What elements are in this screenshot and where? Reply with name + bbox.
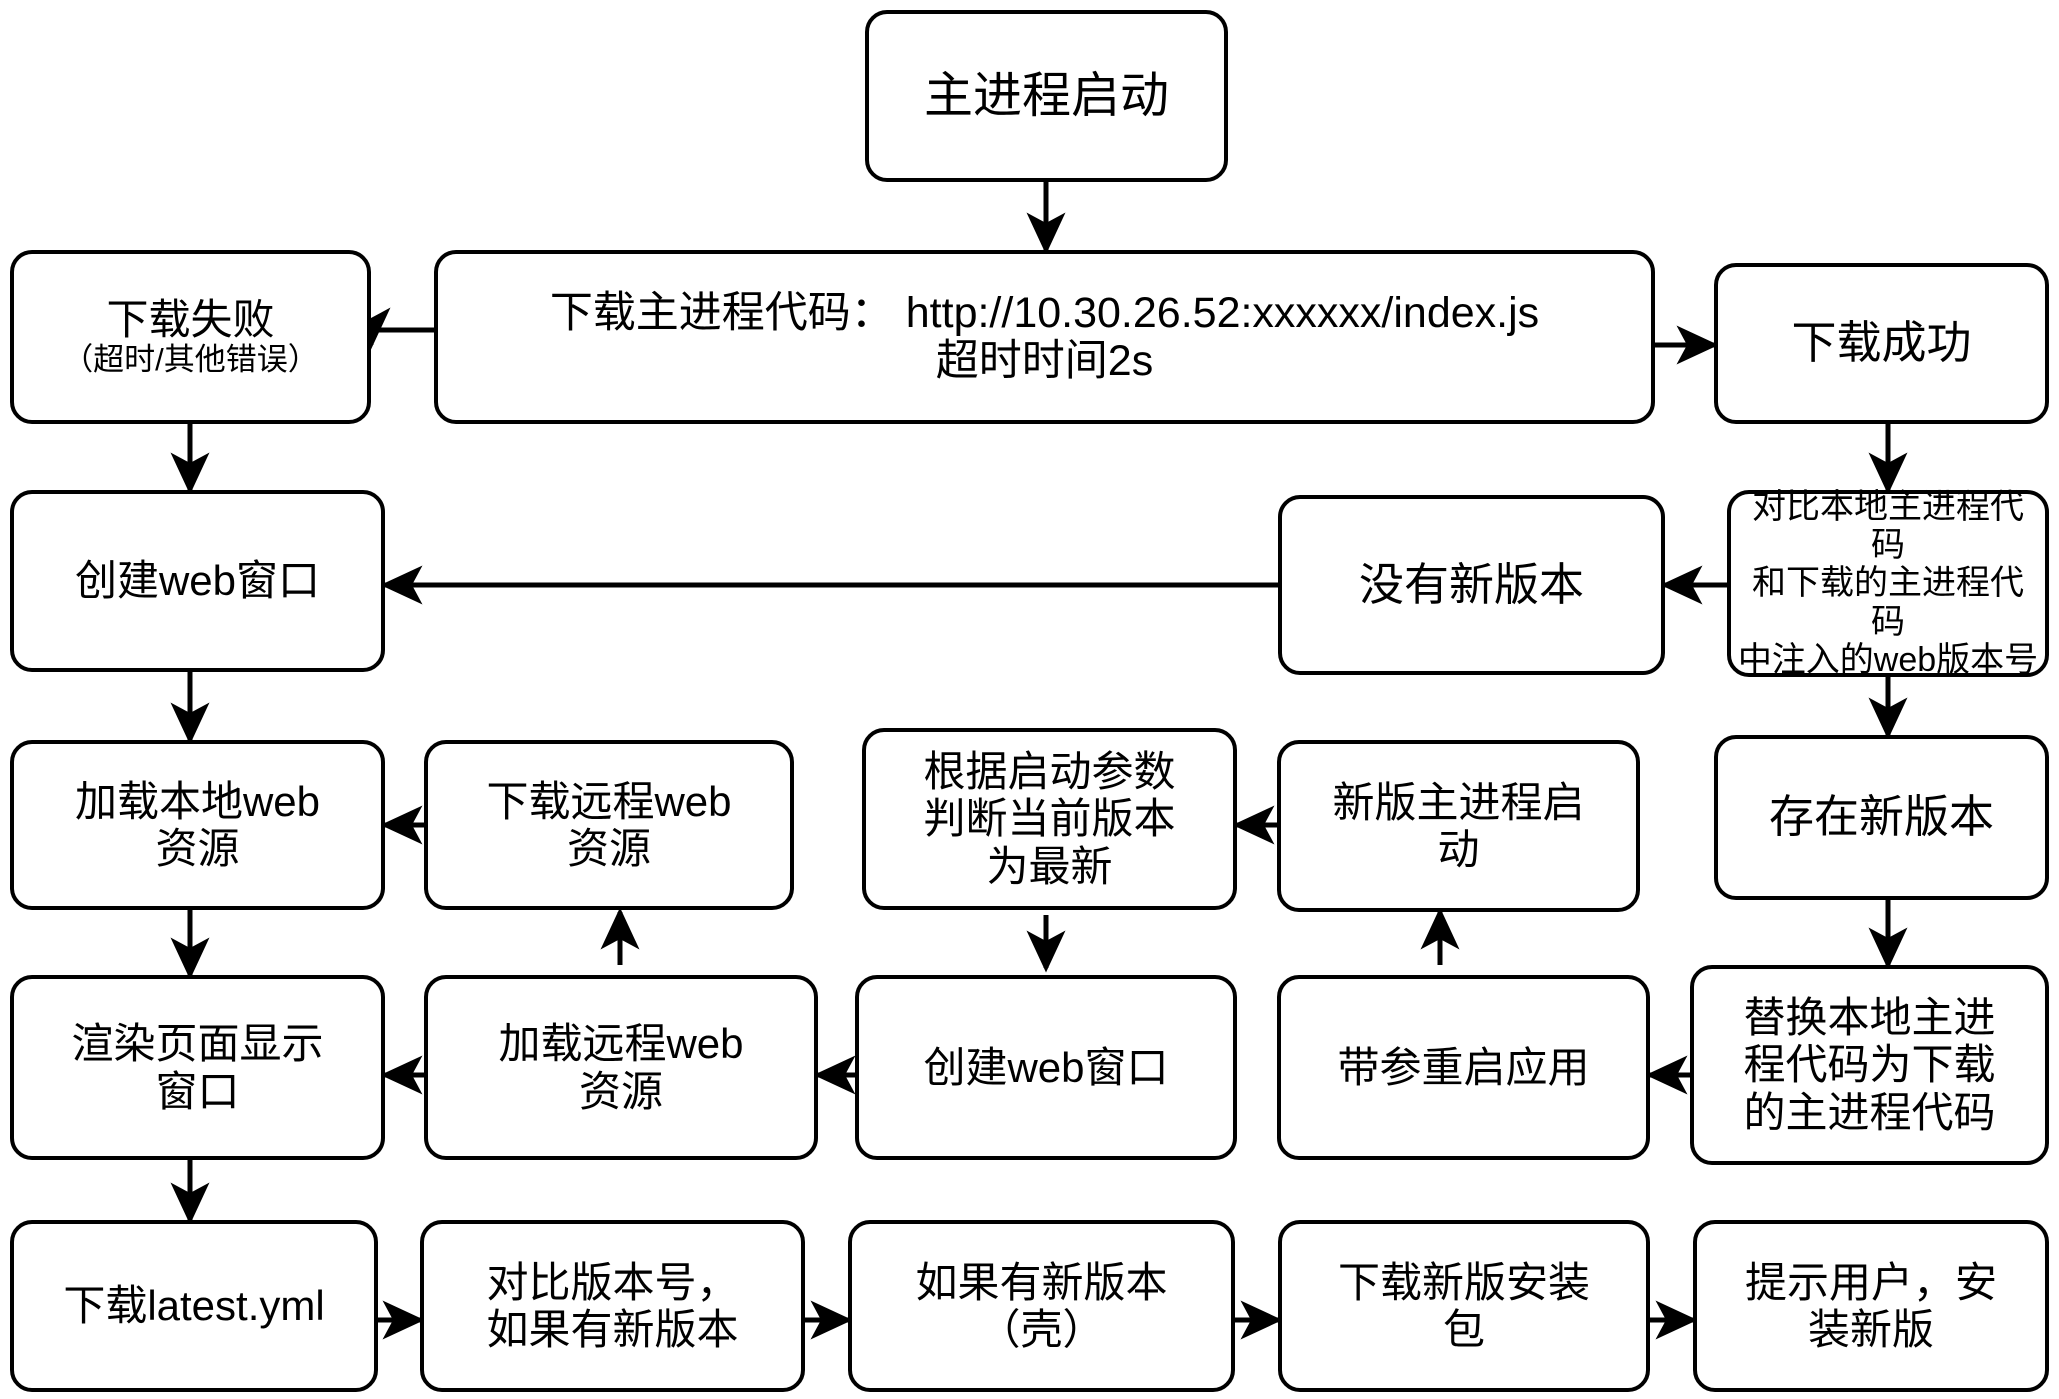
node-no-new-version[interactable]: 没有新版本 bbox=[1278, 495, 1665, 675]
node-label-line1: 下载主进程代码： http://10.30.26.52:xxxxxx/index… bbox=[549, 288, 1540, 337]
node-download-failed[interactable]: 下载失败 （超时/其他错误） bbox=[10, 250, 371, 424]
node-label: 创建web窗口 bbox=[74, 557, 321, 605]
node-label: 加载远程web 资源 bbox=[498, 1020, 744, 1115]
node-restart-with-args[interactable]: 带参重启应用 bbox=[1277, 975, 1650, 1160]
node-if-new-shell-version[interactable]: 如果有新版本 （壳） bbox=[848, 1220, 1235, 1392]
node-label: 加载本地web 资源 bbox=[74, 777, 321, 872]
node-label: 对比版本号， 如果有新版本 bbox=[486, 1258, 739, 1353]
node-label: 主进程启动 bbox=[923, 68, 1169, 123]
node-label: 带参重启应用 bbox=[1337, 1043, 1590, 1091]
node-replace-local-code[interactable]: 替换本地主进 程代码为下载 的主进程代码 bbox=[1690, 965, 2049, 1165]
node-has-new-version[interactable]: 存在新版本 bbox=[1714, 735, 2049, 900]
node-label: 对比本地主进程代码 和下载的主进程代码 中注入的web版本号 bbox=[1737, 488, 2039, 679]
node-label: 没有新版本 bbox=[1358, 558, 1584, 610]
node-label: 创建web窗口 bbox=[923, 1043, 1169, 1091]
node-download-new-installer[interactable]: 下载新版安装 包 bbox=[1278, 1220, 1650, 1392]
node-label: 新版主进程启 动 bbox=[1332, 778, 1585, 873]
node-load-remote-web[interactable]: 加载远程web 资源 bbox=[424, 975, 818, 1160]
node-label: 下载成功 bbox=[1791, 317, 1972, 369]
node-label: 提示用户，安 装新版 bbox=[1744, 1258, 1997, 1353]
node-render-page-window[interactable]: 渲染页面显示 窗口 bbox=[10, 975, 385, 1160]
node-label: 存在新版本 bbox=[1768, 791, 1994, 843]
node-label: 下载latest.yml bbox=[63, 1282, 325, 1330]
node-create-web-window-2[interactable]: 创建web窗口 bbox=[855, 975, 1237, 1160]
node-label: 下载远程web 资源 bbox=[486, 777, 732, 872]
node-new-main-process-start[interactable]: 新版主进程启 动 bbox=[1277, 740, 1640, 912]
node-label: 下载新版安装 包 bbox=[1337, 1258, 1590, 1353]
node-label: 如果有新版本 （壳） bbox=[915, 1258, 1168, 1353]
node-label: 替换本地主进 程代码为下载 的主进程代码 bbox=[1743, 994, 1996, 1136]
node-label: 渲染页面显示 窗口 bbox=[71, 1020, 324, 1115]
node-main-process-start[interactable]: 主进程启动 bbox=[865, 10, 1228, 182]
node-create-web-window-1[interactable]: 创建web窗口 bbox=[10, 490, 385, 672]
node-judge-latest-by-args[interactable]: 根据启动参数 判断当前版本 为最新 bbox=[862, 728, 1237, 910]
node-download-success[interactable]: 下载成功 bbox=[1714, 263, 2049, 424]
node-download-main-code[interactable]: 下载主进程代码： http://10.30.26.52:xxxxxx/index… bbox=[434, 250, 1655, 424]
node-prompt-user-install[interactable]: 提示用户，安 装新版 bbox=[1693, 1220, 2049, 1392]
node-download-remote-web[interactable]: 下载远程web 资源 bbox=[424, 740, 794, 910]
node-label: 下载失败 bbox=[106, 296, 275, 344]
node-label: 根据启动参数 判断当前版本 为最新 bbox=[923, 748, 1176, 890]
node-sublabel: （超时/其他错误） bbox=[62, 342, 319, 378]
node-download-latest-yml[interactable]: 下载latest.yml bbox=[10, 1220, 378, 1392]
node-compare-version-number[interactable]: 对比版本号， 如果有新版本 bbox=[420, 1220, 805, 1392]
node-compare-versions[interactable]: 对比本地主进程代码 和下载的主进程代码 中注入的web版本号 bbox=[1727, 488, 2049, 679]
node-load-local-web[interactable]: 加载本地web 资源 bbox=[10, 740, 385, 910]
node-label-line2: 超时时间2s bbox=[935, 337, 1154, 385]
